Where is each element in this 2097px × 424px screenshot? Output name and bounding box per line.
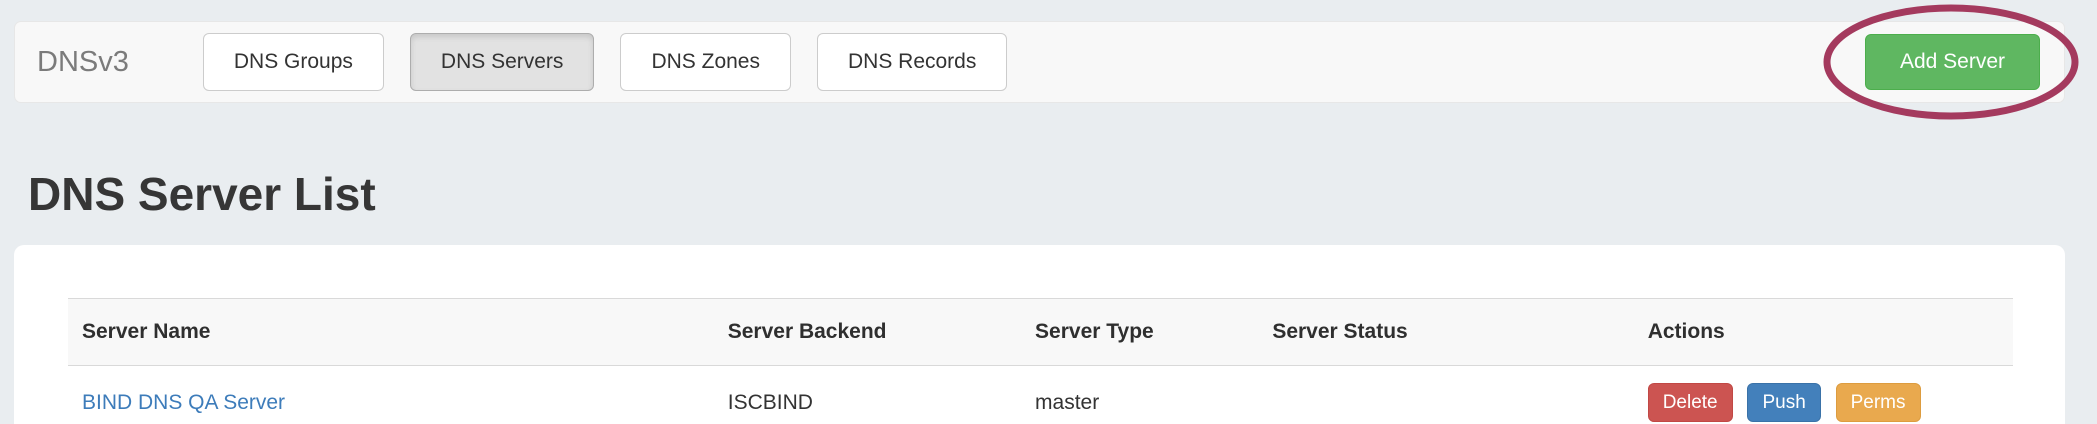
- brand-dnsv3[interactable]: DNSv3: [37, 45, 129, 78]
- dns-server-table: Server Name Server Backend Server Type S…: [68, 298, 2013, 424]
- perms-button[interactable]: Perms: [1835, 383, 1921, 422]
- nav-button-dns-servers[interactable]: DNS Servers: [409, 33, 595, 91]
- table-header-row: Server Name Server Backend Server Type S…: [68, 298, 2013, 366]
- nav-button-dns-groups[interactable]: DNS Groups: [202, 33, 384, 91]
- add-server-area: Add Server: [1823, 4, 2079, 120]
- column-header-server-name: Server Name: [68, 298, 714, 366]
- nav-button-dns-zones[interactable]: DNS Zones: [620, 33, 791, 91]
- server-name-link[interactable]: BIND DNS QA Server: [82, 390, 286, 414]
- add-server-button[interactable]: Add Server: [1864, 34, 2040, 90]
- cell-server-name: BIND DNS QA Server: [68, 366, 714, 424]
- push-button[interactable]: Push: [1747, 383, 1821, 422]
- column-header-server-type: Server Type: [1021, 298, 1259, 366]
- delete-button[interactable]: Delete: [1647, 383, 1733, 422]
- cell-actions: Delete Push Perms: [1634, 366, 2013, 424]
- table-row: BIND DNS QA Server ISCBIND master Delete…: [68, 366, 2013, 424]
- top-navbar: DNSv3 DNS Groups DNS Servers DNS Zones D…: [14, 4, 2079, 120]
- column-header-actions: Actions: [1633, 298, 2013, 366]
- cell-server-type: master: [1035, 390, 1100, 414]
- column-header-server-backend: Server Backend: [713, 298, 1022, 366]
- column-header-server-status: Server Status: [1258, 298, 1634, 366]
- page-title: DNS Server List: [28, 168, 376, 220]
- server-list-panel: Server Name Server Backend Server Type S…: [14, 245, 2065, 424]
- cell-server-backend: ISCBIND: [727, 390, 813, 414]
- cell-server-status: [1258, 366, 1633, 424]
- nav-button-dns-records[interactable]: DNS Records: [816, 33, 1008, 91]
